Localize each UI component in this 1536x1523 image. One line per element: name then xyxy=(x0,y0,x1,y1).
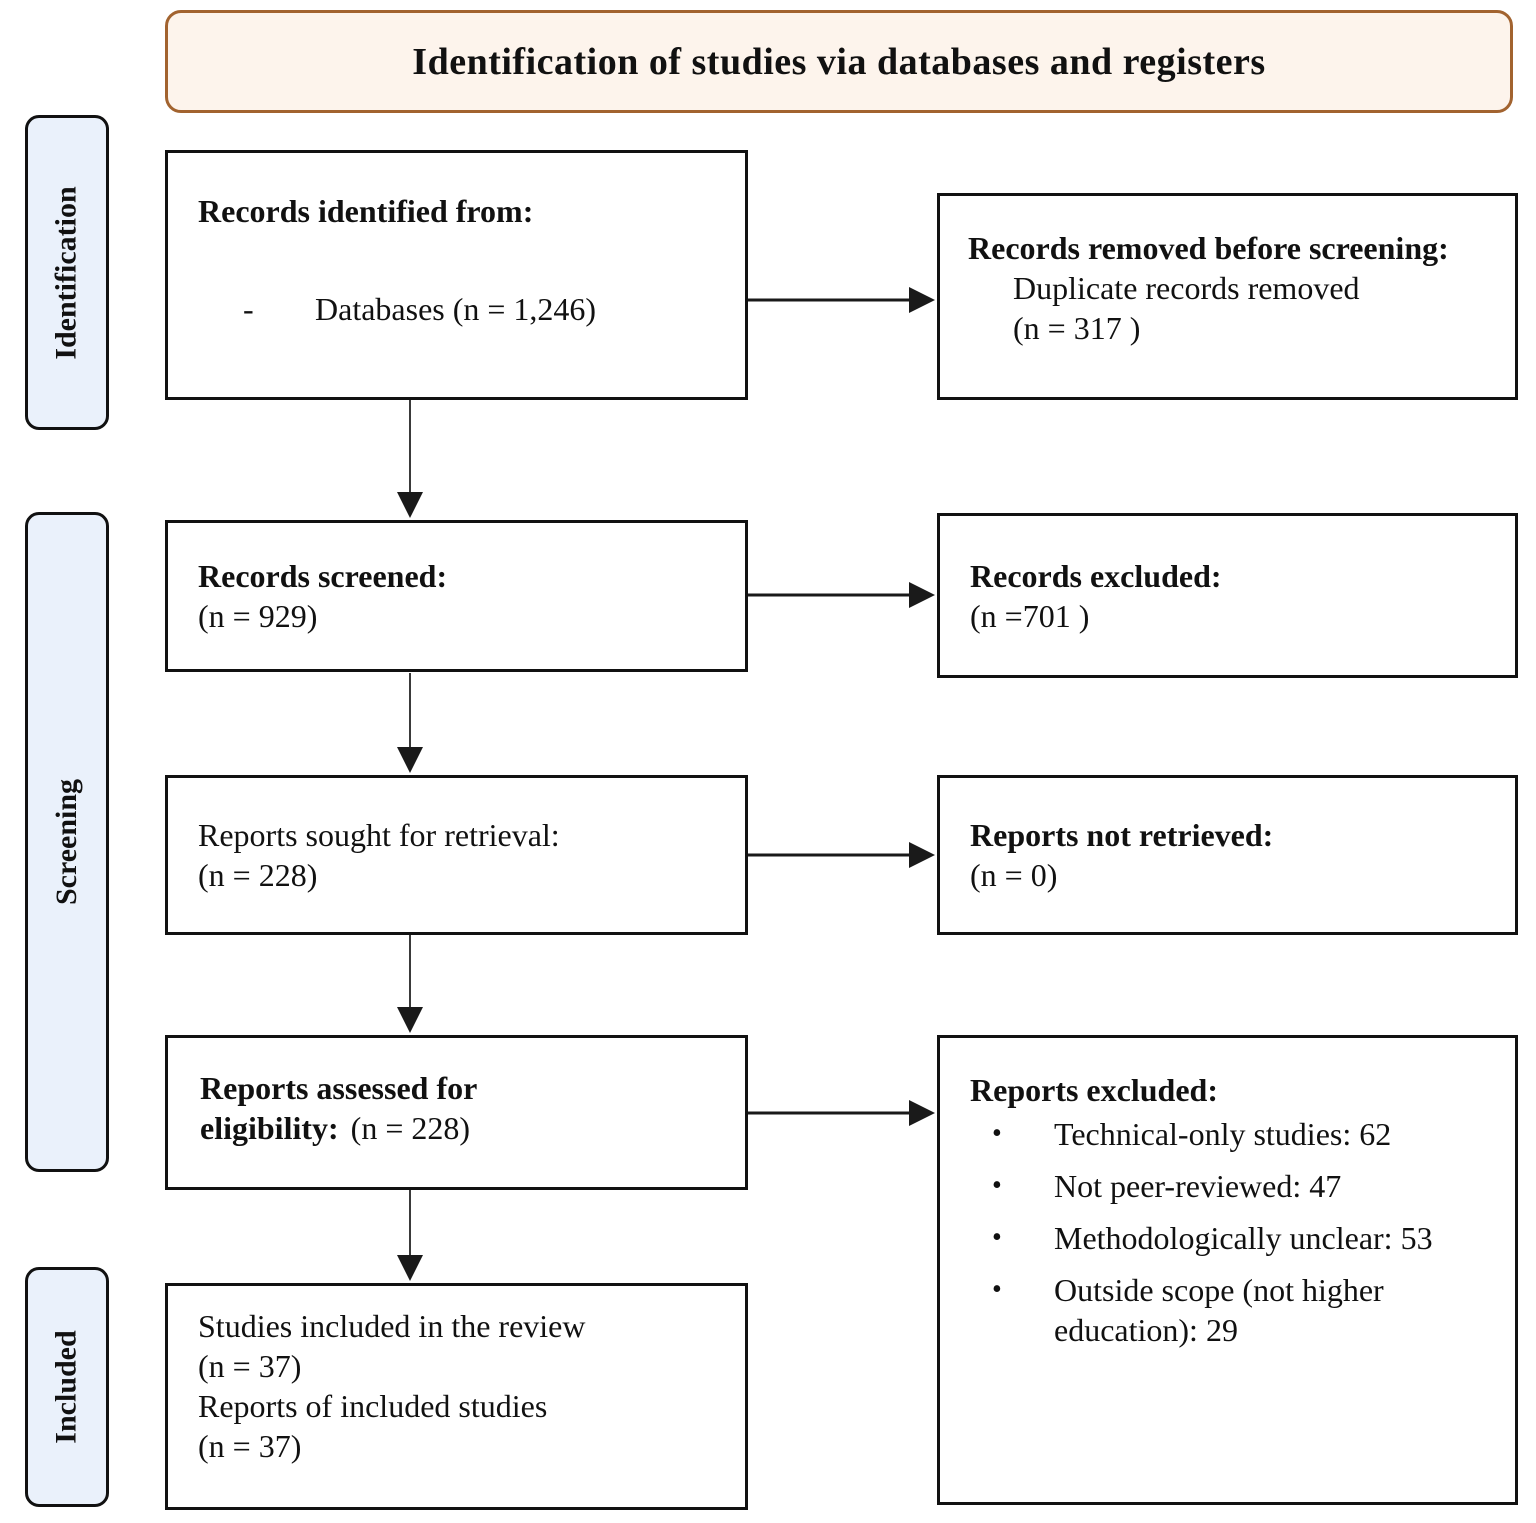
count-line: (n = 37) xyxy=(198,1348,302,1384)
box-records-removed: Records removed before screening: Duplic… xyxy=(937,193,1518,400)
text-line: Studies included in the review xyxy=(198,1308,586,1344)
arrow-sought-to-assessed xyxy=(396,935,424,1033)
list-item: • Technical-only studies: 62 xyxy=(970,1114,1485,1154)
box-title: Records excluded: xyxy=(970,557,1222,594)
bullet-text: Databases (n = 1,246) xyxy=(315,291,597,327)
arrow-shaft xyxy=(748,298,913,302)
dash-bullet: - xyxy=(243,291,254,327)
box-title: Reports sought for retrieval: xyxy=(198,817,560,853)
stage-label-text: Identification xyxy=(50,185,83,360)
title-line-1: Reports assessed for xyxy=(200,1068,725,1108)
box-title: Reports not retrieved: xyxy=(970,817,1274,853)
exclusion-list: • Technical-only studies: 62 • Not peer-… xyxy=(970,1114,1485,1350)
list-item-text: Methodologically unclear: 53 xyxy=(1054,1220,1433,1256)
count-line: (n = 37) xyxy=(198,1428,302,1464)
list-item: • Not peer-reviewed: 47 xyxy=(970,1166,1485,1206)
stage-label-text: Included xyxy=(50,1330,84,1444)
detail-line: Duplicate records removed xyxy=(1013,270,1360,306)
arrow-shaft xyxy=(409,935,411,1009)
count-line: (n = 228) xyxy=(198,857,318,893)
arrow-sought-to-not-retrieved xyxy=(748,841,935,869)
box-title-continued: eligibility: xyxy=(200,1110,339,1146)
box-reports-excluded: Reports excluded: • Technical-only studi… xyxy=(937,1035,1518,1505)
arrow-identified-to-screened xyxy=(396,400,424,518)
dot-bullet: • xyxy=(992,1222,1002,1253)
box-reports-assessed: Reports assessed for eligibility: (n = 22… xyxy=(165,1035,748,1190)
arrow-right-icon xyxy=(909,842,935,868)
dot-bullet: • xyxy=(992,1274,1002,1305)
bullet-row: - Databases (n = 1,246) xyxy=(243,289,725,329)
count-line: (n =701 ) xyxy=(970,597,1090,634)
box-title: Records removed before screening: xyxy=(968,230,1449,266)
count-line: (n = 929) xyxy=(198,598,318,634)
box-reports-not-retrieved: Reports not retrieved: (n = 0) xyxy=(937,775,1518,935)
arrow-down-icon xyxy=(397,1007,423,1033)
box-records-screened: Records screened: (n = 929) xyxy=(165,520,748,672)
arrow-screened-to-excluded xyxy=(748,581,935,609)
arrow-shaft xyxy=(409,1190,411,1257)
arrow-shaft xyxy=(409,400,411,494)
list-item-text: Outside scope (not higher education): 29 xyxy=(1054,1272,1384,1348)
box-title: Records identified from: xyxy=(198,193,534,229)
arrow-right-icon xyxy=(909,582,935,608)
arrow-down-icon xyxy=(397,492,423,518)
box-title: Records screened: xyxy=(198,558,448,594)
arrow-assessed-to-included xyxy=(396,1190,424,1281)
box-title: Reports excluded: xyxy=(970,1072,1218,1108)
arrow-right-icon xyxy=(909,1100,935,1126)
header-title: Identification of studies via databases … xyxy=(412,40,1266,83)
list-item-text: Not peer-reviewed: 47 xyxy=(1054,1168,1342,1204)
stage-label-screening: Screening xyxy=(25,512,109,1172)
list-item: • Methodologically unclear: 53 xyxy=(970,1218,1485,1258)
arrow-shaft xyxy=(748,1111,913,1115)
arrow-right-icon xyxy=(909,287,935,313)
arrow-shaft xyxy=(748,853,913,857)
arrow-shaft xyxy=(409,673,411,749)
text-line: Reports of included studies xyxy=(198,1388,548,1424)
arrow-identified-to-removed xyxy=(748,286,935,314)
dot-bullet: • xyxy=(992,1170,1002,1201)
stage-label-text: Screening xyxy=(50,778,84,906)
box-records-excluded: Records excluded: (n =701 ) xyxy=(937,513,1518,678)
arrow-down-icon xyxy=(397,747,423,773)
title-line-2: eligibility: (n = 228) xyxy=(200,1108,725,1148)
count-line: (n = 317 ) xyxy=(1013,310,1141,346)
count-inline: (n = 228) xyxy=(350,1110,471,1146)
arrow-shaft xyxy=(748,593,913,597)
list-item: • Outside scope (not higher education): … xyxy=(970,1270,1485,1350)
stage-label-included: Included xyxy=(25,1267,109,1507)
dot-bullet: • xyxy=(992,1118,1002,1149)
box-studies-included: Studies included in the review (n = 37) … xyxy=(165,1283,748,1510)
list-item-text: Technical-only studies: 62 xyxy=(1054,1116,1392,1152)
arrow-down-icon xyxy=(397,1255,423,1281)
box-records-identified: Records identified from: - Databases (n … xyxy=(165,150,748,400)
arrow-assessed-to-reports-excluded xyxy=(748,1099,935,1127)
count-line: (n = 0) xyxy=(970,857,1058,893)
header-box: Identification of studies via databases … xyxy=(165,10,1513,113)
arrow-screened-to-sought xyxy=(396,673,424,773)
box-title: Reports assessed for xyxy=(200,1070,478,1106)
stage-label-identification: Identification xyxy=(25,115,109,430)
box-reports-sought: Reports sought for retrieval: (n = 228) xyxy=(165,775,748,935)
